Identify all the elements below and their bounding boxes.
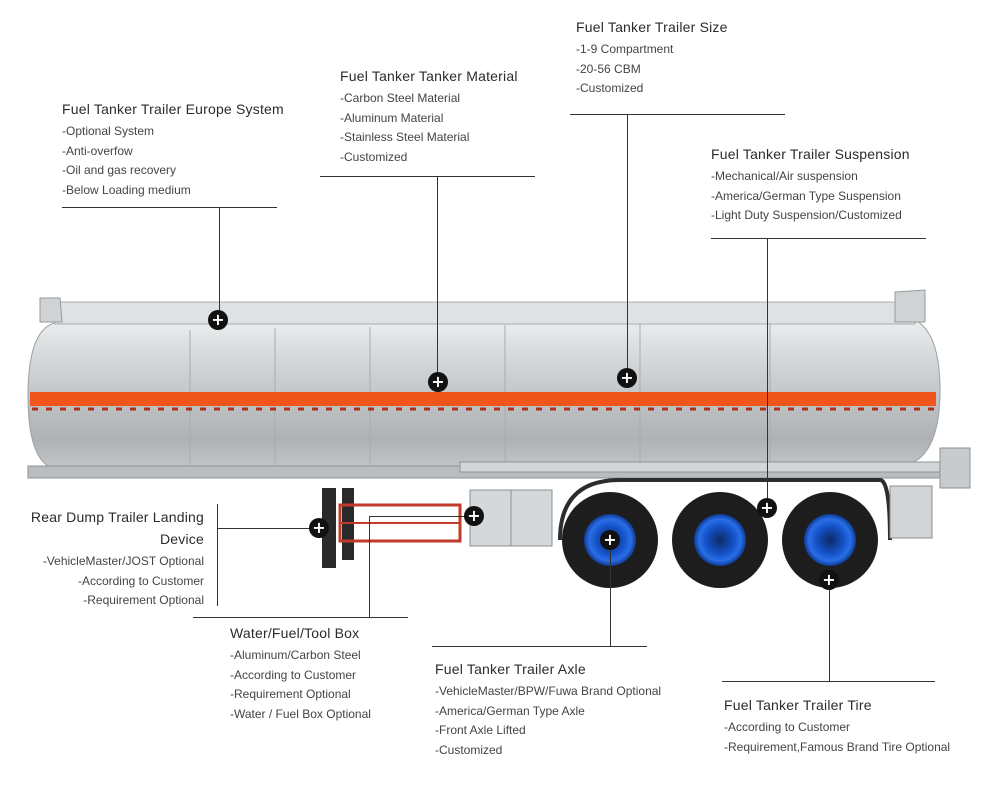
- suspension-hotspot[interactable]: +: [757, 498, 777, 518]
- axle-callout: Fuel Tanker Trailer Axle -VehicleMaster/…: [435, 661, 661, 760]
- axle-item: -Customized: [435, 742, 503, 757]
- tire-title: Fuel Tanker Trailer Tire: [724, 697, 872, 713]
- landing-rule-h: [217, 528, 319, 529]
- toolbox-item: -Aluminum/Carbon Steel: [230, 648, 361, 662]
- size-callout: Fuel Tanker Trailer Size -1-9 Compartmen…: [576, 19, 728, 99]
- material-item: -Stainless Steel Material: [340, 130, 470, 145]
- size-title: Fuel Tanker Trailer Size: [576, 19, 728, 35]
- europe-system-item: -Below Loading medium: [62, 182, 191, 197]
- tank-body: [27, 289, 941, 471]
- europe-system-item: -Optional System: [62, 124, 155, 138]
- material-item: -Carbon Steel Material: [340, 91, 461, 105]
- axle-hotspot[interactable]: +: [600, 530, 620, 550]
- suspension-title: Fuel Tanker Trailer Suspension: [711, 146, 910, 162]
- europe-rule-v: [219, 207, 220, 320]
- axle-item: -Front Axle Lifted: [435, 723, 526, 738]
- suspension-item: -America/German Type Suspension: [711, 188, 901, 203]
- size-item: -20-56 CBM: [576, 61, 641, 76]
- axle-rule-v: [610, 541, 611, 646]
- suspension-rule-v: [767, 238, 768, 508]
- europe-system-title: Fuel Tanker Trailer Europe System: [62, 101, 284, 117]
- size-rule-h: [570, 114, 785, 115]
- suspension-item: -Mechanical/Air suspension: [711, 169, 858, 183]
- toolbox-rule-v: [369, 516, 370, 617]
- size-hotspot[interactable]: +: [617, 368, 637, 388]
- toolbox-hotspot[interactable]: +: [464, 506, 484, 526]
- europe-system-item: -Anti-overfow: [62, 143, 133, 158]
- material-callout: Fuel Tanker Tanker Material -Carbon Stee…: [340, 68, 518, 167]
- material-hotspot[interactable]: +: [428, 372, 448, 392]
- material-rule-v: [437, 176, 438, 382]
- toolbox-item: -Requirement Optional: [230, 687, 351, 702]
- size-item: -1-9 Compartment: [576, 42, 674, 56]
- material-title: Fuel Tanker Tanker Material: [340, 68, 518, 84]
- axle-title: Fuel Tanker Trailer Axle: [435, 661, 586, 677]
- landing-device-callout: Rear Dump Trailer Landing Device -Vehicl…: [20, 506, 204, 611]
- material-rule-h: [320, 176, 535, 177]
- europe-rule-h: [62, 207, 277, 208]
- tire-rule-v: [829, 580, 830, 681]
- tire-item: -Requirement,Famous Brand Tire Optional: [724, 739, 951, 754]
- reflective-stripe: [30, 392, 936, 406]
- toolbox-callout: Water/Fuel/Tool Box -Aluminum/Carbon Ste…: [230, 625, 371, 724]
- material-item: -Customized: [340, 149, 408, 164]
- material-item: -Aluminum Material: [340, 110, 444, 125]
- landing-rule-v: [217, 504, 218, 606]
- landing-device-item: -According to Customer: [77, 573, 204, 588]
- suspension-callout: Fuel Tanker Trailer Suspension -Mechanic…: [711, 146, 910, 226]
- tire-rule-h: [722, 681, 935, 682]
- size-item: -Customized: [576, 81, 644, 96]
- tire-item: -According to Customer: [724, 720, 851, 734]
- landing-device-item: -Requirement Optional: [83, 593, 204, 608]
- europe-system-callout: Fuel Tanker Trailer Europe System -Optio…: [62, 101, 284, 200]
- europe-system-hotspot[interactable]: +: [208, 310, 228, 330]
- toolbox-rule-h2: [369, 516, 475, 517]
- landing-device-item: -VehicleMaster/JOST Optional: [42, 554, 204, 568]
- tire-callout: Fuel Tanker Trailer Tire -According to C…: [724, 697, 950, 757]
- size-rule-v: [627, 114, 628, 379]
- toolbox-item: -Water / Fuel Box Optional: [230, 706, 371, 721]
- tire-hotspot[interactable]: +: [819, 570, 839, 590]
- landing-gear: [322, 488, 462, 568]
- landing-device-title-line1: Rear Dump Trailer Landing: [30, 509, 204, 525]
- axle-item: -America/German Type Axle: [435, 703, 585, 718]
- toolbox-item: -According to Customer: [230, 667, 357, 682]
- suspension-rule-h: [711, 238, 926, 239]
- landing-device-title: Rear Dump Trailer Landing Device: [20, 506, 204, 550]
- chassis: [27, 447, 971, 489]
- axle-rule-h: [432, 646, 647, 647]
- landing-device-title-line2: Device: [160, 531, 204, 547]
- suspension-item: -Light Duty Suspension/Customized: [711, 208, 902, 223]
- landing-device-hotspot[interactable]: +: [309, 518, 329, 538]
- axle-item: -VehicleMaster/BPW/Fuwa Brand Optional: [435, 684, 662, 698]
- europe-system-item: -Oil and gas recovery: [62, 163, 177, 178]
- toolbox-rule-h: [193, 617, 408, 618]
- toolbox-title: Water/Fuel/Tool Box: [230, 625, 360, 641]
